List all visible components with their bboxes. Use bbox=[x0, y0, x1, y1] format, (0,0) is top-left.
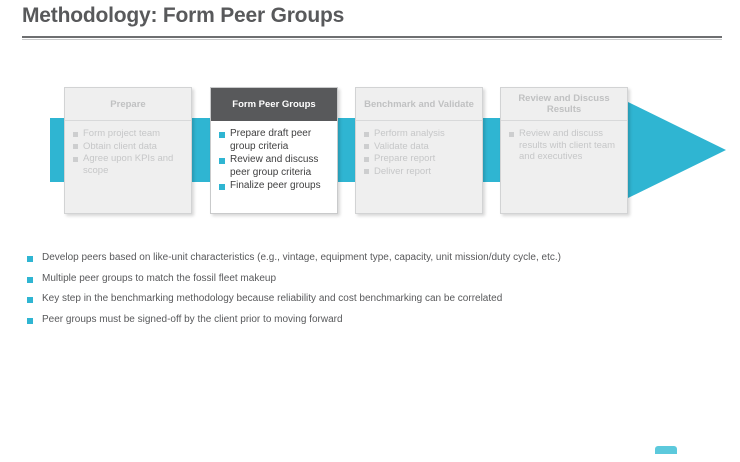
stage-item-label: Agree upon KPIs and scope bbox=[83, 153, 174, 176]
title-divider-highlight bbox=[22, 39, 722, 40]
notes-list: Develop peers based on like-unit charact… bbox=[27, 252, 717, 334]
stage-body: Review and discuss results with client t… bbox=[501, 121, 627, 163]
stage-item-label: Perform analysis bbox=[374, 128, 445, 139]
square-bullet-icon bbox=[27, 256, 33, 262]
stage-item-label: Review and discuss results with client t… bbox=[519, 128, 616, 162]
stage-item-label: Form project team bbox=[83, 128, 161, 139]
square-bullet-icon bbox=[364, 144, 369, 149]
square-bullet-icon bbox=[73, 131, 78, 137]
stage-list-item: Agree upon KPIs and scope bbox=[73, 153, 184, 176]
stage-list-item: Obtain client data bbox=[73, 141, 184, 153]
stage-item-label: Deliver report bbox=[374, 165, 432, 177]
stage-item-label: Finalize peer groups bbox=[230, 180, 321, 191]
stage-list-item: Form project team bbox=[73, 128, 184, 140]
process-stage-benchmark-and-validate[interactable]: Benchmark and Validate Perform analysis … bbox=[355, 87, 483, 214]
square-bullet-icon bbox=[73, 144, 78, 149]
stage-item-label: Prepare draft peer group criteria bbox=[230, 128, 312, 152]
square-bullet-icon bbox=[509, 131, 514, 137]
list-item: Peer groups must be signed-off by the cl… bbox=[27, 314, 717, 326]
square-bullet-icon bbox=[27, 317, 33, 324]
stage-list-item: Finalize peer groups bbox=[219, 180, 330, 193]
list-item: Key step in the benchmarking methodology… bbox=[27, 293, 717, 305]
note-text: Multiple peer groups to match the fossil… bbox=[42, 272, 277, 284]
stage-item-label: Prepare report bbox=[374, 153, 436, 164]
note-text: Develop peers based on like-unit charact… bbox=[42, 252, 561, 263]
stage-header: Form Peer Groups bbox=[211, 88, 337, 121]
title-divider bbox=[22, 36, 722, 38]
stage-list-item: Prepare report bbox=[364, 153, 475, 165]
square-bullet-icon bbox=[364, 169, 369, 174]
process-stage-prepare[interactable]: Prepare Form project team Obtain client … bbox=[64, 87, 192, 214]
note-text: Key step in the benchmarking methodology… bbox=[42, 293, 503, 304]
stage-list-item: Perform analysis bbox=[364, 128, 475, 140]
list-item: Multiple peer groups to match the fossil… bbox=[27, 273, 717, 285]
stage-body: Prepare draft peer group criteria Review… bbox=[211, 121, 337, 193]
square-bullet-icon bbox=[27, 297, 33, 303]
square-bullet-icon bbox=[219, 158, 225, 164]
stage-list-item: Review and discuss peer group criteria bbox=[219, 154, 330, 179]
square-bullet-icon bbox=[219, 184, 225, 190]
square-bullet-icon bbox=[364, 131, 369, 137]
logo-mark-icon bbox=[655, 446, 677, 454]
note-text: Peer groups must be signed-off by the cl… bbox=[42, 313, 343, 325]
square-bullet-icon bbox=[73, 156, 78, 162]
stage-item-label: Obtain client data bbox=[83, 140, 157, 152]
stage-body: Form project team Obtain client data Agr… bbox=[65, 121, 191, 176]
stage-header: Prepare bbox=[65, 88, 191, 121]
stage-list-item: Validate data bbox=[364, 141, 475, 153]
page-title: Methodology: Form Peer Groups bbox=[22, 4, 345, 27]
stage-header: Benchmark and Validate bbox=[356, 88, 482, 121]
stage-list-item: Review and discuss results with client t… bbox=[509, 128, 620, 163]
stage-item-label: Validate data bbox=[374, 140, 429, 152]
stage-list-item: Deliver report bbox=[364, 166, 475, 178]
stage-list-item: Prepare draft peer group criteria bbox=[219, 128, 330, 153]
square-bullet-icon bbox=[219, 132, 225, 138]
process-stage-review-and-discuss-results[interactable]: Review and Discuss Results Review and di… bbox=[500, 87, 628, 214]
arrow-head-icon bbox=[628, 102, 726, 198]
logo-fragment bbox=[655, 446, 677, 462]
square-bullet-icon bbox=[27, 276, 33, 283]
list-item: Develop peers based on like-unit charact… bbox=[27, 252, 717, 264]
stage-header: Review and Discuss Results bbox=[501, 88, 627, 121]
square-bullet-icon bbox=[364, 156, 369, 162]
stage-item-label: Review and discuss peer group criteria bbox=[230, 154, 319, 178]
process-stage-form-peer-groups[interactable]: Form Peer Groups Prepare draft peer grou… bbox=[210, 87, 338, 214]
stage-body: Perform analysis Validate data Prepare r… bbox=[356, 121, 482, 177]
